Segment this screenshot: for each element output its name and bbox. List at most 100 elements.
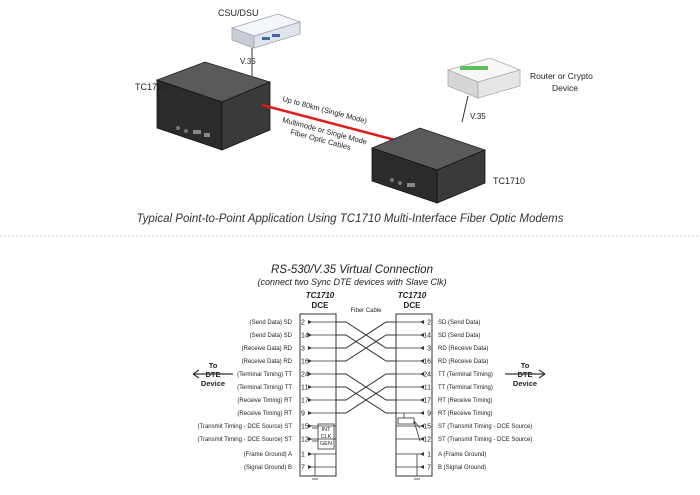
right-pin-arrow — [420, 359, 424, 363]
right-pin-number: 17 — [423, 398, 431, 405]
left-pin-number: 2 — [301, 320, 305, 327]
right-pin-rows: 2 SD (Send Data) 14 SD (Send Data) 3 RD (Rece… — [396, 320, 532, 472]
right-pin-number: 15 — [423, 424, 431, 431]
ground-symbols — [310, 454, 422, 480]
tc1710-left-label: TC1710 — [135, 82, 167, 92]
right-pin-number: 1 — [427, 452, 431, 459]
right-pin-arrow — [420, 437, 424, 441]
right-signal-label: A (Frame Ground) — [438, 452, 486, 458]
left-signal-label: (Receive Timing) RT — [237, 398, 292, 404]
left-pin-arrow — [308, 465, 312, 469]
left-signal-label: (Receive Timing) RT — [237, 411, 292, 417]
svg-text:Device: Device — [201, 379, 225, 388]
right-clock-loop — [397, 417, 415, 425]
tc1710-right-label: TC1710 — [493, 176, 525, 186]
left-signal-label: (Frame Ground) A — [244, 452, 292, 458]
left-signal-label: (Receive Data) RD — [242, 346, 293, 352]
right-pin-arrow — [420, 385, 424, 389]
right-signal-label: RD (Receive Data) — [438, 346, 488, 352]
right-dte-label: To DTE Device — [505, 361, 546, 388]
left-signal-label: (Send Data) SD — [250, 320, 293, 326]
left-dte-label: To DTE Device — [192, 361, 233, 388]
right-signal-label: RT (Receive Timing) — [438, 398, 492, 404]
left-pin-number: 15 — [301, 424, 309, 431]
router-device — [446, 57, 522, 99]
left-pin-arrow — [308, 320, 312, 324]
right-pin-arrow — [420, 465, 424, 469]
right-signal-label: SD (Send Data) — [438, 320, 480, 326]
left-pin-arrow — [308, 372, 312, 376]
router-label-2: Device — [552, 83, 578, 93]
right-pin-number: 11 — [424, 385, 431, 392]
left-signal-label: (Terminal Timing) TT — [237, 372, 292, 378]
left-pin-arrow — [308, 424, 312, 428]
left-pin-arrow — [308, 437, 312, 441]
right-pin-arrow — [420, 320, 424, 324]
right-signal-label: SD (Send Data) — [438, 333, 480, 339]
right-pin-arrow — [420, 424, 424, 428]
schematic-subtitle: (connect two Sync DTE devices with Slave… — [257, 277, 446, 287]
csu-dsu-label: CSU/DSU — [218, 8, 259, 18]
figure-caption: Typical Point-to-Point Application Using… — [137, 213, 564, 225]
router-label-1: Router or Crypto — [530, 71, 593, 81]
tc1710-right-device — [370, 127, 487, 204]
left-pin-number: 16 — [301, 359, 309, 366]
left-signal-label: (Terminal Timing) TT — [237, 385, 292, 391]
right-signal-label: RD (Receive Data) — [438, 359, 488, 365]
left-pin-arrow — [308, 385, 312, 389]
right-signal-label: B (Signal Ground) — [438, 465, 486, 471]
left-signal-label: (Transmit Timing - DCE Source) ST — [198, 424, 293, 430]
left-pin-number: 24 — [301, 372, 309, 379]
right-signal-label: TT (Terminal Timing) — [438, 385, 493, 391]
right-header-dce: DCE — [404, 301, 422, 310]
left-pin-number: 3 — [301, 346, 305, 353]
right-pin-arrow — [420, 333, 424, 337]
right-pin-arrow — [420, 398, 424, 402]
left-pin-number: 11 — [301, 385, 308, 392]
left-pin-arrow — [308, 346, 312, 350]
left-pin-number: 12 — [301, 437, 309, 444]
left-header-dce: DCE — [312, 301, 330, 310]
v35-label-left: V.35 — [240, 57, 256, 66]
right-signal-label: ST (Transmit Timing - DCE Source) — [438, 437, 532, 443]
right-pin-number: 3 — [427, 346, 431, 353]
svg-text:To: To — [521, 361, 530, 370]
left-pin-arrow — [308, 333, 312, 337]
right-pin-number: 14 — [423, 333, 431, 340]
right-pin-number: 16 — [423, 359, 431, 366]
right-pin-number: 2 — [427, 320, 431, 327]
left-pin-number: 9 — [301, 411, 305, 418]
left-header-tc1710: TC1710 — [306, 291, 335, 300]
crossover-wires — [336, 321, 396, 414]
csu-dsu-device — [230, 13, 302, 49]
left-pin-arrow — [308, 452, 312, 456]
right-signal-label: TT (Terminal Timing) — [438, 372, 493, 378]
right-pin-arrow — [420, 346, 424, 350]
left-pin-number: 1 — [301, 452, 305, 459]
right-pin-number: 24 — [423, 372, 431, 379]
right-signal-label: ST (Transmit Timing - DCE Source) — [438, 424, 532, 430]
tc1710-left-device — [155, 61, 272, 151]
left-pin-number: 17 — [301, 398, 309, 405]
left-pin-number: 14 — [301, 333, 309, 340]
right-pin-arrow — [420, 411, 424, 415]
right-pin-number: 7 — [427, 465, 431, 472]
svg-text:Device: Device — [513, 379, 537, 388]
right-header-tc1710: TC1710 — [398, 291, 427, 300]
int-clk-gen-box — [317, 423, 335, 450]
left-pin-number: 7 — [301, 465, 305, 472]
right-pin-number: 9 — [427, 411, 431, 418]
left-signal-label: (Signal Ground) B — [244, 465, 292, 471]
svg-text:To: To — [209, 361, 218, 370]
fiber-cable-label: Fiber Cable — [350, 308, 382, 314]
right-pin-number: 12 — [423, 437, 431, 444]
int-clk-gen-line2: CLK — [321, 434, 332, 440]
left-pin-arrow — [308, 398, 312, 402]
schematic-title: RS-530/V.35 Virtual Connection — [271, 264, 433, 276]
v35-cable-right — [461, 95, 469, 123]
int-clk-gen-line3: GEN — [320, 441, 332, 447]
right-signal-label: RT (Receive Timing) — [438, 411, 492, 417]
left-pin-arrow — [308, 359, 312, 363]
